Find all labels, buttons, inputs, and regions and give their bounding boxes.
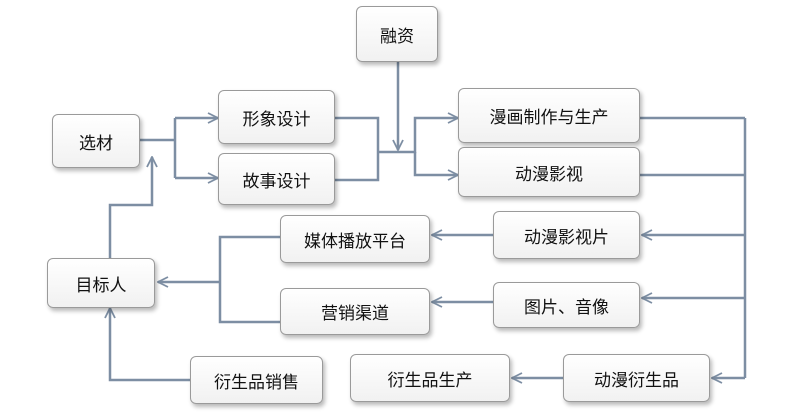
edge-target-to-selection (108, 157, 152, 258)
edge-merge-to-comic (378, 118, 458, 154)
edge-merge-to-animation (413, 152, 458, 175)
edge-sales-to-target (110, 308, 190, 382)
node-animation-derivatives: 动漫衍生品 (563, 354, 710, 402)
node-derivative-sales: 衍生品销售 (190, 356, 323, 404)
node-selection: 选材 (52, 114, 140, 168)
node-target-audience: 目标人 (47, 258, 155, 308)
node-pictures-audio: 图片、音像 (493, 282, 640, 328)
edge-selection-to-image-design (173, 118, 218, 178)
edge-image-design-to-merge (335, 116, 380, 182)
node-financing: 融资 (356, 6, 438, 62)
node-image-design: 形象设计 (218, 90, 335, 144)
node-comic-production: 漫画制作与生产 (458, 88, 640, 143)
node-derivative-production: 衍生品生产 (350, 354, 510, 402)
node-animation-film: 动漫影视 (458, 147, 640, 197)
node-marketing-channel: 营销渠道 (280, 288, 430, 335)
edge-media-marketing-bracket (218, 235, 280, 324)
node-story-design: 故事设计 (218, 153, 335, 205)
node-animation-films: 动漫影视片 (493, 211, 640, 259)
node-media-platform: 媒体播放平台 (280, 215, 430, 263)
